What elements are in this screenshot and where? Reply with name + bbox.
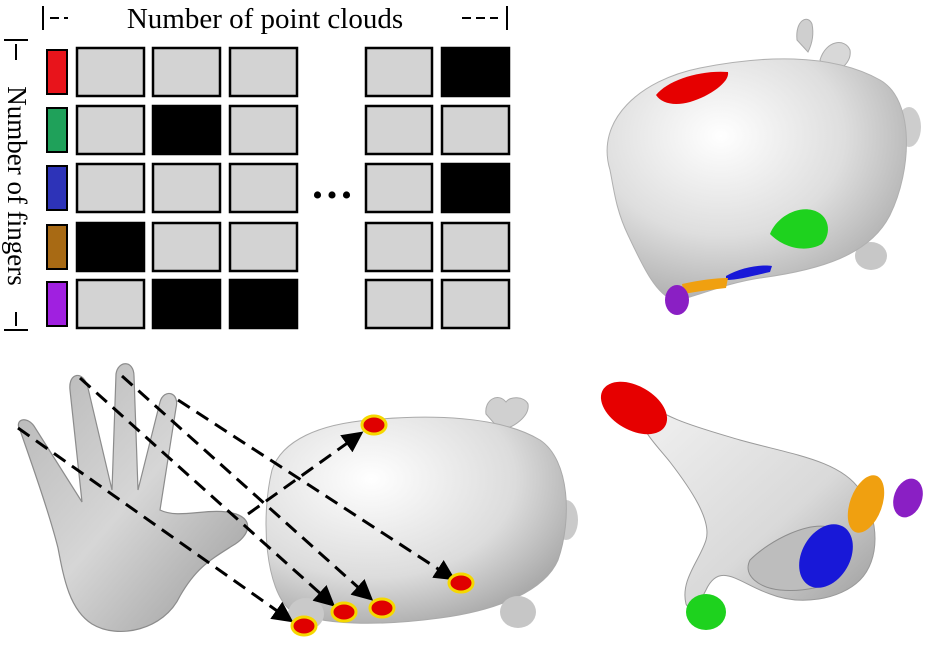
pig-ear-left <box>796 18 814 53</box>
finger-swatch-1 <box>46 49 68 95</box>
grid-cell <box>151 46 222 98</box>
ellipsis: ••• <box>312 179 356 212</box>
grid-cell <box>151 221 222 273</box>
grid-cell <box>440 221 511 273</box>
point-cloud-grid <box>75 46 511 330</box>
contact-marker-1 <box>360 414 388 436</box>
grid-cell <box>75 162 146 214</box>
grid-cell <box>151 162 222 214</box>
grid-cell <box>228 162 299 214</box>
grid-cell <box>440 278 511 330</box>
finger-swatch-3 <box>46 165 68 211</box>
contact-marker-3 <box>330 601 358 623</box>
contact-green-region <box>770 209 828 249</box>
grasp-blue-fingertip <box>799 524 853 588</box>
side-dimension-brace <box>4 39 28 331</box>
arrow-pinky <box>247 431 364 516</box>
grid-cell <box>364 46 434 98</box>
grid-cell <box>440 162 511 214</box>
pig-body <box>606 58 907 301</box>
pig-contact-regions-panel <box>606 18 921 315</box>
grid-cell <box>364 278 434 330</box>
grid-cell <box>75 221 146 273</box>
contact-orange-region <box>682 278 728 294</box>
side-dimension-label: Number of fingers <box>2 86 32 285</box>
grid-cell <box>75 104 146 156</box>
finger-color-column <box>46 49 68 327</box>
arrow-thumb <box>17 426 294 623</box>
hand-to-pig-panel <box>17 363 578 637</box>
top-dimension-brace <box>42 6 508 30</box>
pig-side-leg-2 <box>500 596 536 628</box>
arrow-ring <box>177 398 456 581</box>
grid-cell <box>75 46 146 98</box>
arrow-index <box>78 376 336 607</box>
contact-marker-2 <box>290 615 318 637</box>
grid-cell <box>228 278 299 330</box>
correspondence-arrows <box>17 374 456 623</box>
contact-purple-region <box>665 285 689 315</box>
grid-panel: Number of point clouds Number of fingers… <box>2 3 511 331</box>
pig-leg-back <box>855 242 887 270</box>
grid-cell <box>364 162 434 214</box>
finger-swatch-5 <box>46 281 68 327</box>
grid-cell <box>151 104 222 156</box>
grid-cell <box>364 221 434 273</box>
pig-side-body <box>265 416 567 624</box>
grasp-orange-fingertip <box>847 475 885 533</box>
grid-cell <box>440 46 511 98</box>
pig-side-ear <box>485 397 529 431</box>
arrow-middle <box>120 374 374 601</box>
grasp-panel <box>600 381 923 630</box>
grasp-red-fingertip <box>600 381 668 435</box>
contact-blue-region <box>726 265 772 280</box>
finger-swatch-4 <box>46 224 68 270</box>
top-dimension-label: Number of point clouds <box>127 3 403 35</box>
grasp-purple-fingertip <box>893 478 923 518</box>
contact-markers <box>290 414 475 637</box>
grid-cell <box>151 278 222 330</box>
grasp-green-fingertip <box>686 594 726 630</box>
grid-cell <box>75 278 146 330</box>
grid-cell <box>228 221 299 273</box>
contact-red-region <box>656 71 729 104</box>
grid-cell <box>440 104 511 156</box>
grid-cell <box>228 46 299 98</box>
contact-marker-4 <box>368 597 396 619</box>
finger-swatch-2 <box>46 107 68 153</box>
grid-cell <box>228 104 299 156</box>
contact-marker-5 <box>447 572 475 594</box>
grid-cell <box>364 104 434 156</box>
